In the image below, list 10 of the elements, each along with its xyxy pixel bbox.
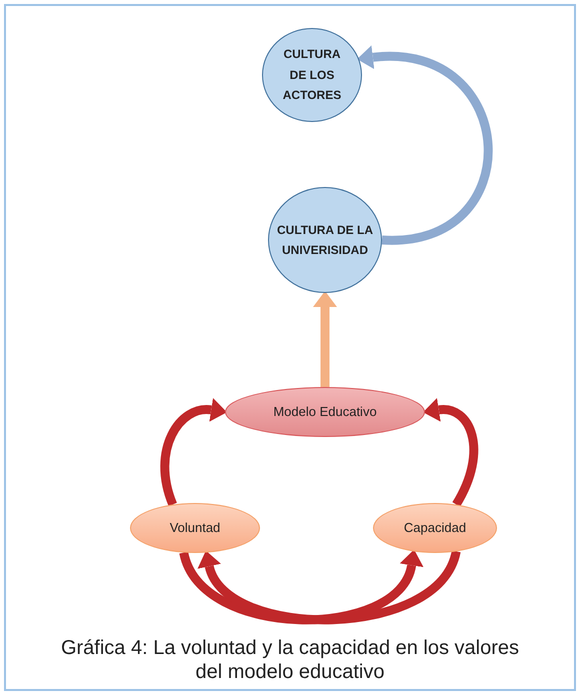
ellipse-node: Capacidad <box>373 503 497 553</box>
ellipse-node: Modelo Educativo <box>225 387 425 437</box>
arrow <box>313 291 337 387</box>
arrow <box>356 45 493 244</box>
arrow <box>180 550 423 624</box>
caption: Gráfica 4: La voluntad y la capacidad en los valores del modelo educativo <box>60 636 520 684</box>
circle-node: CULTURA DE LA UNIVERISIDAD <box>268 187 382 293</box>
arrow <box>160 398 228 506</box>
circle-node: CULTURA DE LOS ACTORES <box>262 28 362 122</box>
ellipse-node: Voluntad <box>130 503 260 553</box>
